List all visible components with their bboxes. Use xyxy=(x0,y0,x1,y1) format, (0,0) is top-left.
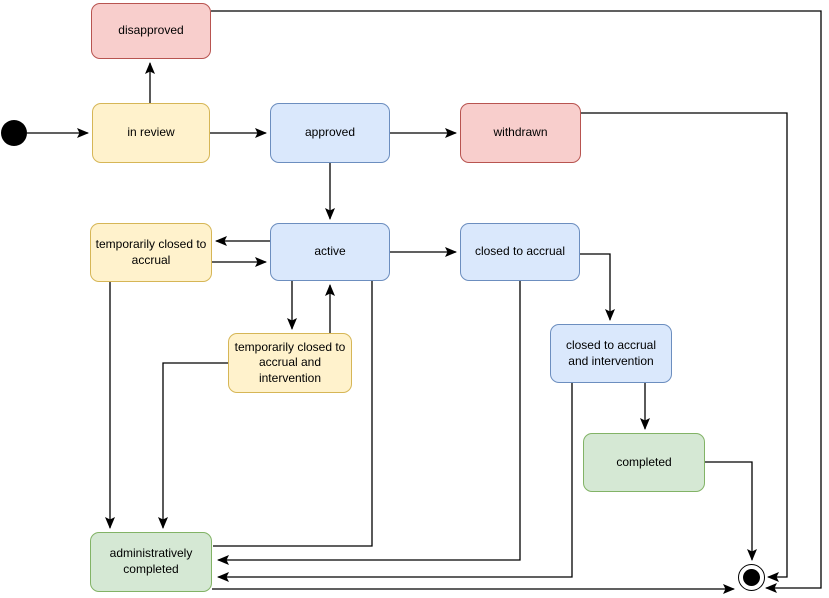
state-approved-label: approved xyxy=(304,125,356,140)
state-temporarily-closed-to-accrual-and-intervention: temporarily closed to accrual and interv… xyxy=(228,333,352,393)
initial-state-node xyxy=(1,120,27,146)
state-closed-to-accrual-and-intervention-label: closed to accrual and intervention xyxy=(565,337,657,368)
final-state-inner-dot xyxy=(743,569,760,586)
state-completed: completed xyxy=(583,433,705,492)
state-disapproved: disapproved xyxy=(91,3,211,59)
edge-closed-to-accrual-to-administratively-completed xyxy=(217,281,521,565)
state-active: active xyxy=(270,223,390,281)
state-disapproved-label: disapproved xyxy=(118,23,184,38)
state-temporarily-closed-to-accrual: temporarily closed to accrual xyxy=(90,223,212,282)
state-completed-label: completed xyxy=(616,454,672,469)
state-temporarily-closed-to-accrual-label: temporarily closed to accrual xyxy=(95,236,207,267)
state-closed-to-accrual-and-intervention: closed to accrual and intervention xyxy=(550,324,672,383)
state-temporarily-closed-to-accrual-and-intervention-label: temporarily closed to accrual and interv… xyxy=(234,339,346,385)
state-active-label: active xyxy=(314,244,346,259)
state-administratively-completed-label: administratively completed xyxy=(109,546,193,576)
edge-closed-to-accrual-and-intervention-to-administratively-completed xyxy=(217,383,573,582)
state-closed-to-accrual: closed to accrual xyxy=(460,223,580,281)
state-in-review-label: in review xyxy=(127,125,175,140)
state-administratively-completed: administratively completed xyxy=(90,532,212,592)
edge-closed-to-accrual-to-closed-to-accrual-and-intervention xyxy=(580,253,615,321)
state-closed-to-accrual-label: closed to accrual xyxy=(474,244,566,259)
final-state-node xyxy=(738,564,765,591)
edge-active-to-administratively-completed xyxy=(213,281,373,547)
state-withdrawn: withdrawn xyxy=(460,103,581,163)
state-withdrawn-label: withdrawn xyxy=(493,125,548,140)
edge-completed-to-end xyxy=(705,461,757,561)
edge-temporarily-closed-to-accrual-and-intervention-to-administratively-completed xyxy=(158,362,228,529)
state-in-review: in review xyxy=(92,103,210,163)
state-approved: approved xyxy=(270,103,390,163)
edge-disapproved-to-end xyxy=(211,10,822,593)
